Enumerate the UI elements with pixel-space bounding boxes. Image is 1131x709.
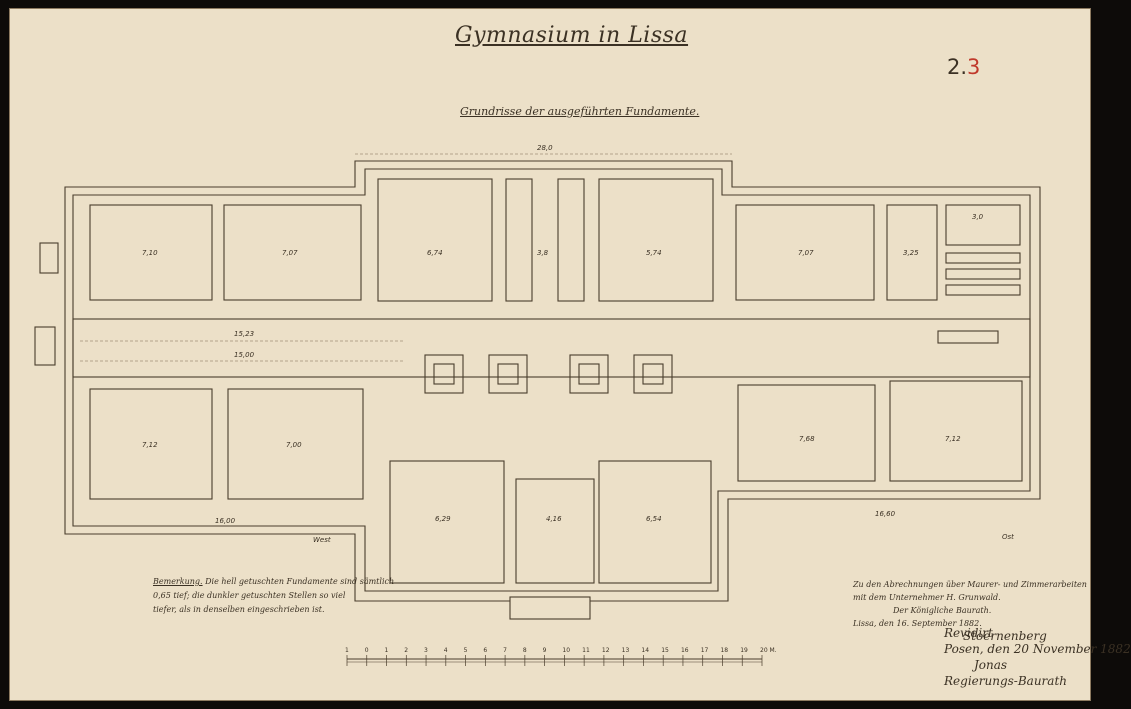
cellar-strip-1 bbox=[945, 252, 1021, 264]
scale-tick-label: 6 bbox=[483, 647, 487, 654]
cert-line-1: Zu den Abrechnungen über Maurer- und Zim… bbox=[853, 580, 1087, 589]
west-mark: West bbox=[313, 536, 331, 544]
outer-foundation bbox=[64, 153, 1041, 602]
room-3 bbox=[377, 178, 493, 302]
entrance-footing bbox=[509, 596, 591, 620]
room-10 bbox=[389, 460, 505, 584]
scale-tick-label: 2 bbox=[404, 647, 408, 654]
scale-tick-label: 20 M. bbox=[760, 647, 777, 654]
scale-tick-label: 13 bbox=[622, 647, 630, 654]
room-11 bbox=[515, 478, 595, 584]
room-label-15: 7,12 bbox=[945, 435, 961, 443]
upper-rooms bbox=[89, 178, 1021, 302]
room-label-1: 7,10 bbox=[142, 249, 158, 257]
scale-tick-label: 9 bbox=[543, 647, 547, 654]
stair-1 bbox=[505, 178, 533, 302]
remark-heading: Bemerkung. bbox=[153, 577, 203, 586]
room-6 bbox=[886, 204, 938, 301]
remark-line-2: 0,65 tief; die dunkler getuschten Stelle… bbox=[153, 591, 346, 600]
stair-2 bbox=[557, 178, 585, 302]
approval-block: Revidirt Posen, den 20 November 1882 Jon… bbox=[944, 625, 1131, 689]
corridor-lower-label: 15,00 bbox=[234, 351, 255, 359]
scale-tick-label: 5 bbox=[464, 647, 468, 654]
room-7 bbox=[945, 204, 1021, 246]
scale-tick-label: 14 bbox=[641, 647, 649, 654]
scale-tick-label: 15 bbox=[661, 647, 669, 654]
cellar-strip-2 bbox=[945, 268, 1021, 280]
approval-line-1: Revidirt bbox=[944, 626, 993, 640]
left-details bbox=[34, 242, 59, 366]
lower-rooms bbox=[89, 380, 1023, 620]
room-label-13: 6,54 bbox=[646, 515, 662, 523]
remark-line-3: tiefer, als in denselben eingeschrieben … bbox=[153, 605, 325, 614]
corridor bbox=[72, 318, 1031, 378]
scale-tick-label: 11 bbox=[582, 647, 590, 654]
cellar-strip-3 bbox=[945, 284, 1021, 296]
sheet-number: 2.3 bbox=[947, 55, 980, 79]
room-1 bbox=[89, 204, 213, 301]
room-label-7: 3,25 bbox=[903, 249, 919, 257]
room-label-14: 7,68 bbox=[799, 435, 815, 443]
drawing-title: Gymnasium in Lissa bbox=[455, 23, 689, 48]
room-13 bbox=[737, 384, 876, 482]
floor-plan: 7,10 7,07 6,74 3,8 5,74 7,07 3,25 3,0 7,… bbox=[34, 144, 1041, 666]
room-label-8: 3,0 bbox=[972, 213, 984, 221]
approval-line-3: Jonas bbox=[974, 658, 1008, 672]
drawing-subtitle: Grundrisse der ausgeführten Fundamente. bbox=[460, 105, 700, 118]
scale-tick-label: 10 bbox=[562, 647, 570, 654]
scale-tick-label: 7 bbox=[503, 647, 507, 654]
corridor-upper-label: 15,23 bbox=[234, 330, 254, 338]
bottom-dim-left: 16,00 bbox=[215, 517, 236, 525]
scale-tick-label: 16 bbox=[681, 647, 689, 654]
room-label-2: 7,07 bbox=[282, 249, 298, 257]
room-label-5: 5,74 bbox=[646, 249, 662, 257]
room-5 bbox=[735, 204, 875, 301]
scale-tick-label: 1 bbox=[385, 647, 389, 654]
scale-tick-label: 0 bbox=[365, 647, 369, 654]
cert-signature: Stoernenberg bbox=[963, 629, 1047, 643]
ost-mark: Ost bbox=[1002, 533, 1014, 541]
scale-tick-label: 19 bbox=[740, 647, 748, 654]
room-14 bbox=[889, 380, 1023, 482]
room-label-11: 6,29 bbox=[435, 515, 451, 523]
room-label-9: 7,12 bbox=[142, 441, 158, 449]
corridor-niche bbox=[937, 330, 999, 344]
room-label-3: 6,74 bbox=[427, 249, 443, 257]
sheet-number-suffix: 3 bbox=[967, 55, 981, 79]
approval-line-4: Regierungs-Baurath bbox=[944, 674, 1067, 688]
room-9 bbox=[227, 388, 364, 500]
sheet-number-main: 2. bbox=[947, 55, 968, 79]
scale-tick-label: 8 bbox=[523, 647, 527, 654]
scale-tick-label: 17 bbox=[701, 647, 709, 654]
cert-line-4: Lissa, den 16. September 1882. bbox=[853, 619, 982, 628]
remark-line-1: Die hell getuschten Fundamente sind sämt… bbox=[205, 577, 395, 586]
room-label-6: 7,07 bbox=[798, 249, 814, 257]
room-label-12: 4,16 bbox=[546, 515, 562, 523]
overall-width-label: 28,0 bbox=[537, 144, 553, 152]
room-2 bbox=[223, 204, 362, 301]
remark-note: Bemerkung. Die hell getuschten Fundament… bbox=[153, 575, 394, 617]
room-label-4: 3,8 bbox=[537, 249, 549, 257]
scale-tick-label: 4 bbox=[444, 647, 448, 654]
bottom-dim-right: 16,60 bbox=[875, 510, 896, 518]
room-8 bbox=[89, 388, 213, 500]
scale-tick-label: 18 bbox=[720, 647, 728, 654]
drawing-sheet: Gymnasium in Lissa 2.3 Grundrisse der au… bbox=[9, 8, 1131, 701]
room-4 bbox=[598, 178, 714, 302]
scale-tick-label: 12 bbox=[602, 647, 610, 654]
room-label-10: 7,00 bbox=[286, 441, 302, 449]
pillar-footings bbox=[424, 354, 673, 394]
approval-line-2: Posen, den 20 November 1882 bbox=[944, 642, 1131, 656]
cert-line-2: mit dem Unternehmer H. Grunwald. bbox=[853, 593, 1001, 602]
certification-block: Zu den Abrechnungen über Maurer- und Zim… bbox=[853, 578, 1087, 643]
cert-line-3: Der Königliche Baurath. bbox=[893, 606, 992, 615]
scale-tick-label: 3 bbox=[424, 647, 428, 654]
scale-tick-label: 1 bbox=[345, 647, 349, 654]
room-12 bbox=[598, 460, 712, 584]
